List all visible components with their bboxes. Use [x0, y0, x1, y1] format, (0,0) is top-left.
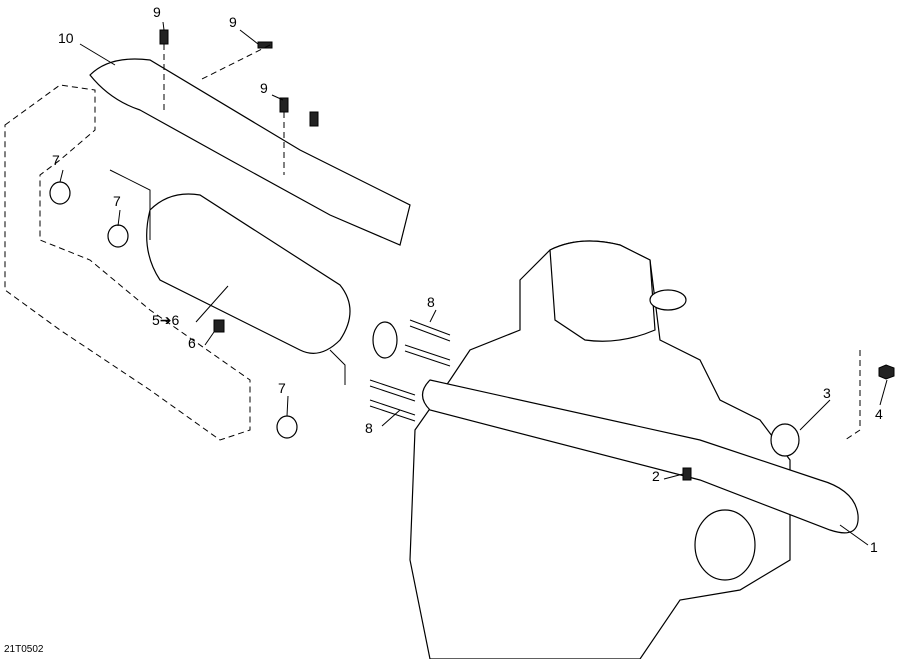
grommet — [276, 415, 298, 439]
muffler — [146, 193, 351, 354]
callout-3: 3 — [823, 385, 831, 401]
callout-8: 8 — [427, 294, 435, 310]
callout-10: 10 — [58, 30, 74, 46]
tailpipe — [109, 169, 346, 385]
bolt — [309, 111, 319, 127]
frame-outline — [4, 84, 251, 441]
callout-4: 4 — [875, 406, 883, 422]
exhaust-pipe — [421, 379, 859, 534]
oil-filter — [649, 289, 687, 311]
callout-6: 6 — [188, 335, 196, 351]
springs — [369, 319, 451, 422]
callout-5-to-6: 5➔6 — [152, 312, 180, 328]
gasket — [770, 423, 800, 457]
flywheel-cover — [694, 509, 756, 581]
callout-7: 7 — [52, 152, 60, 168]
grommet — [107, 224, 129, 248]
bolt — [682, 467, 692, 481]
callout-2: 2 — [652, 468, 660, 484]
callout-9: 9 — [153, 4, 161, 20]
bolt — [159, 29, 169, 45]
callout-9: 9 — [229, 14, 237, 30]
callout-9: 9 — [260, 80, 268, 96]
callout-7: 7 — [278, 380, 286, 396]
muffler-outlet — [372, 321, 398, 359]
callout-7: 7 — [113, 193, 121, 209]
grommet — [49, 181, 71, 205]
callout-8: 8 — [365, 420, 373, 436]
heat-shield — [89, 58, 411, 246]
diagram-code: 21T0502 — [4, 644, 44, 655]
drain-plug — [213, 319, 225, 333]
nut — [878, 364, 895, 380]
bolt — [279, 97, 289, 113]
callout-1: 1 — [870, 539, 878, 555]
leader-lines — [59, 21, 888, 546]
cylinder-head — [549, 240, 656, 342]
